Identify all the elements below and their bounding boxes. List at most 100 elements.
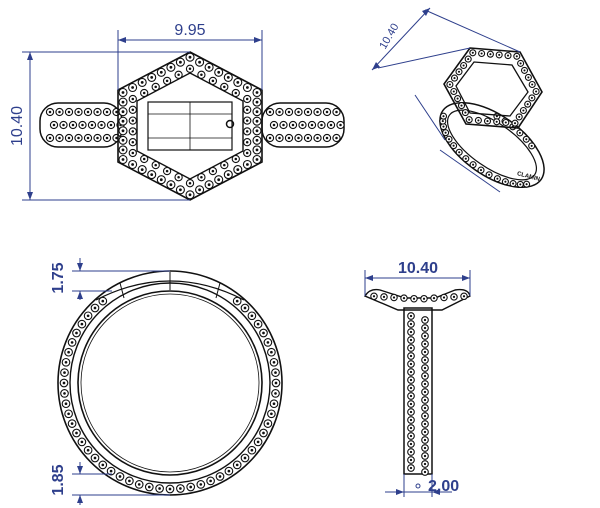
gem-prong [235, 299, 239, 303]
isometric-view: CLAMIN 10.40 [371, 7, 545, 193]
gem-prong [131, 163, 135, 166]
gem-prong [297, 110, 300, 114]
gem-prong [442, 115, 445, 118]
gem-prong [217, 70, 221, 74]
dim-front-bottom: 1.85 [50, 462, 170, 505]
gem-prong [245, 108, 249, 112]
gem-prong [266, 422, 270, 425]
gem-prong [67, 136, 71, 140]
gem-prong [518, 115, 521, 118]
gem-prong [256, 322, 260, 326]
top-view-band-left [39, 102, 125, 148]
gem-prong [115, 110, 118, 114]
gem-prong [64, 360, 68, 364]
gem-prong [236, 81, 240, 84]
gem-prong [409, 362, 413, 366]
gem-prong [255, 119, 259, 123]
gem-prong [131, 140, 135, 144]
gem-prong [409, 426, 413, 430]
gem-prong [409, 322, 413, 326]
gem-prong [131, 130, 135, 133]
gem-prong [527, 76, 530, 79]
gem-prong [423, 430, 427, 434]
gem-prong [131, 97, 135, 101]
gem-prong [140, 81, 144, 84]
gem-prong [250, 314, 254, 318]
gem-prong [105, 110, 109, 114]
gem-prong [142, 157, 146, 161]
gem-prong [335, 110, 338, 114]
gem-prong [188, 193, 192, 197]
gem-prong [515, 55, 518, 58]
gem-prong [255, 110, 259, 114]
gem-prong [159, 178, 163, 182]
gem-prong [423, 390, 427, 394]
gem-prong [460, 104, 463, 107]
gem-prong [165, 169, 169, 173]
gem-prong [274, 381, 278, 385]
gem-prong [177, 73, 180, 77]
dim-iso-size-label: 10.40 [377, 22, 401, 52]
gem-prong [409, 402, 413, 406]
gem-prong [409, 354, 413, 358]
gem-prong [245, 119, 249, 122]
gem-prong [447, 138, 451, 141]
front-view: 1.75 1.85 [50, 258, 283, 505]
gem-prong [109, 123, 113, 127]
gem-prong [255, 138, 259, 142]
dim-front-top: 1.75 [50, 258, 170, 300]
gem-prong [121, 119, 125, 123]
gem-prong [477, 119, 480, 122]
gem-prong [235, 463, 239, 467]
gem-prong [115, 136, 118, 140]
gem-prong [282, 123, 285, 127]
gem-prong [154, 163, 157, 167]
gem-prong [423, 326, 427, 330]
gem-prong [188, 55, 192, 59]
dim-top-height: 10.40 [9, 51, 190, 201]
gem-prong [245, 130, 249, 133]
gem-prong [442, 125, 445, 128]
gem-prong [198, 60, 202, 64]
gem-prong [131, 108, 135, 112]
gem-prong [325, 136, 329, 140]
gem-prong [209, 479, 212, 483]
gem-prong [150, 173, 154, 177]
gem-prong [121, 138, 125, 142]
gem-prong [234, 157, 238, 161]
gem-prong [316, 136, 319, 140]
gem-prong [121, 110, 125, 114]
gem-prong [268, 136, 272, 140]
gem-prong [372, 295, 376, 298]
gem-prong [382, 295, 386, 299]
gem-prong [188, 181, 192, 185]
dim-side-band: 2.00 [385, 474, 459, 497]
gem-prong [423, 350, 427, 354]
gem-prong [448, 83, 451, 86]
gem-prong [423, 318, 427, 322]
gem-prong [423, 462, 427, 466]
gem-prong [457, 70, 461, 73]
gem-prong [274, 371, 277, 374]
gem-prong [255, 91, 259, 94]
gem-prong [226, 76, 230, 79]
gem-prong [179, 188, 182, 192]
gem-prong [522, 109, 525, 112]
dim-side-width-label: 10.40 [398, 260, 438, 277]
gem-prong [131, 119, 135, 122]
gem-prong [423, 414, 427, 418]
dim-top-width: 9.95 [117, 22, 263, 90]
gem-prong [234, 91, 238, 95]
gem-prong [177, 175, 180, 179]
gem-prong [462, 64, 465, 67]
gem-prong [268, 110, 272, 114]
gem-prong [504, 121, 507, 124]
gem-prong [423, 374, 427, 378]
gem-prong [530, 144, 533, 147]
gem-prong [329, 123, 333, 127]
gem-prong [256, 440, 260, 444]
gem-prong [75, 331, 78, 335]
gem-prong [245, 97, 249, 101]
gem-prong [218, 475, 222, 478]
